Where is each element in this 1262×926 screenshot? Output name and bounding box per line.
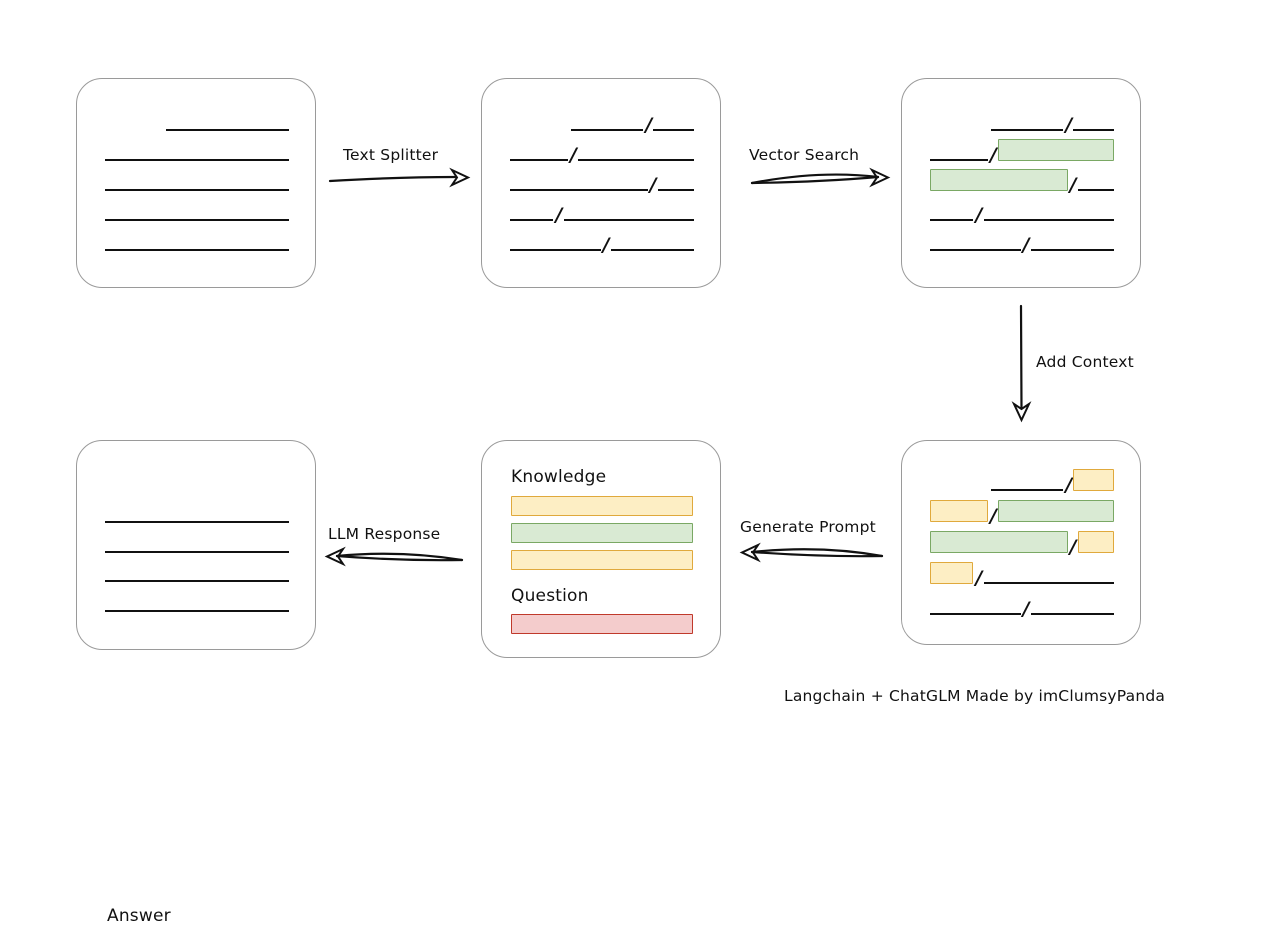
text-rule bbox=[105, 580, 289, 582]
text-rule bbox=[930, 219, 974, 221]
highlight-chip-green bbox=[930, 169, 1068, 191]
card-matched-chunks[interactable]: / / / / / bbox=[901, 78, 1141, 288]
chunk-separator-slash: / bbox=[602, 234, 610, 256]
text-rule bbox=[510, 249, 601, 251]
credit-text: Langchain + ChatGLM Made by imClumsyPand… bbox=[784, 687, 1166, 705]
prompt-bar-red bbox=[511, 614, 693, 634]
card-source-document[interactable] bbox=[76, 78, 316, 288]
text-rule bbox=[578, 159, 694, 161]
chunk-separator-slash: / bbox=[1065, 474, 1073, 496]
card-prompt[interactable]: Knowledge Question bbox=[481, 440, 721, 658]
prompt-bar-yellow bbox=[511, 496, 693, 516]
diagram-canvas: Text Splitter Vector Search Add Context … bbox=[76, 78, 1166, 926]
chunk-separator-slash: / bbox=[989, 505, 997, 527]
chunk-separator-slash: / bbox=[555, 204, 563, 226]
chunk-separator-slash: / bbox=[1022, 598, 1030, 620]
arrow-text-splitter bbox=[328, 167, 471, 188]
answer-lines bbox=[77, 441, 315, 649]
answer-label: Answer bbox=[107, 906, 171, 926]
text-rule bbox=[510, 159, 568, 161]
split-chunks-lines: / / / / / bbox=[482, 79, 720, 287]
chunk-separator-slash: / bbox=[989, 144, 997, 166]
edge-label-add-context: Add Context bbox=[1036, 353, 1134, 371]
text-rule bbox=[105, 159, 289, 161]
text-rule bbox=[930, 613, 1021, 615]
chunk-separator-slash: / bbox=[649, 174, 657, 196]
text-rule bbox=[165, 129, 289, 131]
text-rule bbox=[105, 189, 289, 191]
chunk-separator-slash: / bbox=[645, 114, 653, 136]
highlight-chip-yellow bbox=[1077, 531, 1114, 553]
chunk-separator-slash: / bbox=[569, 144, 577, 166]
text-rule bbox=[563, 219, 694, 221]
text-rule bbox=[983, 219, 1114, 221]
text-rule bbox=[1030, 613, 1114, 615]
chunk-separator-slash: / bbox=[975, 567, 983, 589]
text-rule bbox=[1077, 189, 1114, 191]
text-rule bbox=[570, 129, 644, 131]
prompt-bars bbox=[482, 441, 720, 657]
text-rule bbox=[105, 521, 289, 523]
text-rule bbox=[610, 249, 694, 251]
source-document-lines bbox=[77, 79, 315, 287]
highlight-chip-yellow bbox=[930, 562, 974, 584]
chunk-separator-slash: / bbox=[1069, 536, 1077, 558]
arrow-llm-response bbox=[324, 546, 464, 567]
text-rule bbox=[930, 249, 1021, 251]
text-rule bbox=[657, 189, 694, 191]
card-split-chunks[interactable]: / / / / / bbox=[481, 78, 721, 288]
text-rule bbox=[990, 489, 1064, 491]
edge-label-text-splitter: Text Splitter bbox=[343, 146, 439, 164]
card-answer[interactable]: Answer bbox=[76, 440, 316, 926]
arrow-vector-search bbox=[750, 167, 891, 188]
context-chunks-lines: / / / / / bbox=[902, 441, 1140, 644]
highlight-chip-green bbox=[998, 139, 1114, 161]
chunk-separator-slash: / bbox=[975, 204, 983, 226]
text-rule bbox=[1073, 129, 1114, 131]
highlight-chip-yellow bbox=[930, 500, 988, 522]
text-rule bbox=[930, 159, 988, 161]
matched-chunks-lines: / / / / / bbox=[902, 79, 1140, 287]
card-context-chunks[interactable]: / / / / / bbox=[901, 440, 1141, 645]
prompt-bar-yellow bbox=[511, 550, 693, 570]
edge-label-vector-search: Vector Search bbox=[749, 146, 860, 164]
text-rule bbox=[510, 189, 648, 191]
text-rule bbox=[105, 219, 289, 221]
text-rule bbox=[1030, 249, 1114, 251]
highlight-chip-green bbox=[930, 531, 1068, 553]
text-rule bbox=[990, 129, 1064, 131]
chunk-separator-slash: / bbox=[1022, 234, 1030, 256]
chunk-separator-slash: / bbox=[1065, 114, 1073, 136]
prompt-bar-green bbox=[511, 523, 693, 543]
text-rule bbox=[510, 219, 554, 221]
highlight-chip-green bbox=[998, 500, 1114, 522]
edge-label-generate-prompt: Generate Prompt bbox=[740, 518, 876, 536]
knowledge-label: Knowledge bbox=[511, 467, 607, 487]
edge-label-llm-response: LLM Response bbox=[328, 525, 441, 543]
arrow-generate-prompt bbox=[739, 542, 884, 563]
question-label: Question bbox=[511, 586, 589, 606]
text-rule bbox=[105, 249, 289, 251]
chunk-separator-slash: / bbox=[1069, 174, 1077, 196]
text-rule bbox=[983, 582, 1114, 584]
arrow-add-context bbox=[1011, 304, 1032, 423]
highlight-chip-yellow bbox=[1073, 469, 1114, 491]
text-rule bbox=[105, 609, 289, 612]
text-rule bbox=[653, 129, 694, 131]
text-rule bbox=[105, 550, 289, 553]
